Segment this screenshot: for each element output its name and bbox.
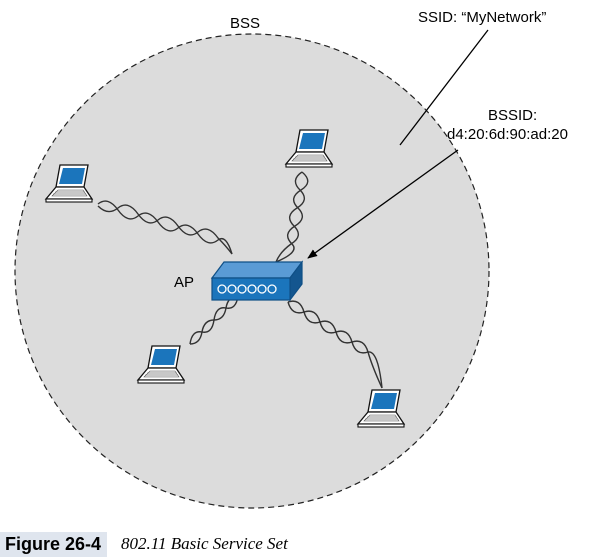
access-point-icon — [210, 260, 304, 302]
bssid-title-label: BSSID: — [488, 107, 537, 124]
figure-caption: Figure 26-4 802.11 Basic Service Set — [0, 530, 288, 558]
wireless-link-3b — [189, 295, 239, 345]
figure-number: Figure 26-4 — [0, 531, 108, 557]
wireless-link-2b — [275, 171, 309, 263]
ssid-pointer-line — [399, 29, 489, 146]
wireless-link-1b — [97, 204, 233, 255]
ssid-label: SSID: “MyNetwork” — [418, 9, 546, 26]
wireless-link-2 — [275, 171, 305, 263]
ap-label: AP — [174, 274, 194, 291]
bssid-value-label: d4:20:6d:90:ad:20 — [447, 126, 568, 143]
figure-title: 802.11 Basic Service Set — [121, 534, 288, 553]
bssid-pointer-arrow — [307, 149, 459, 259]
bss-label: BSS — [230, 15, 260, 32]
wireless-link-1 — [97, 200, 233, 255]
wireless-link-4b — [287, 301, 383, 389]
